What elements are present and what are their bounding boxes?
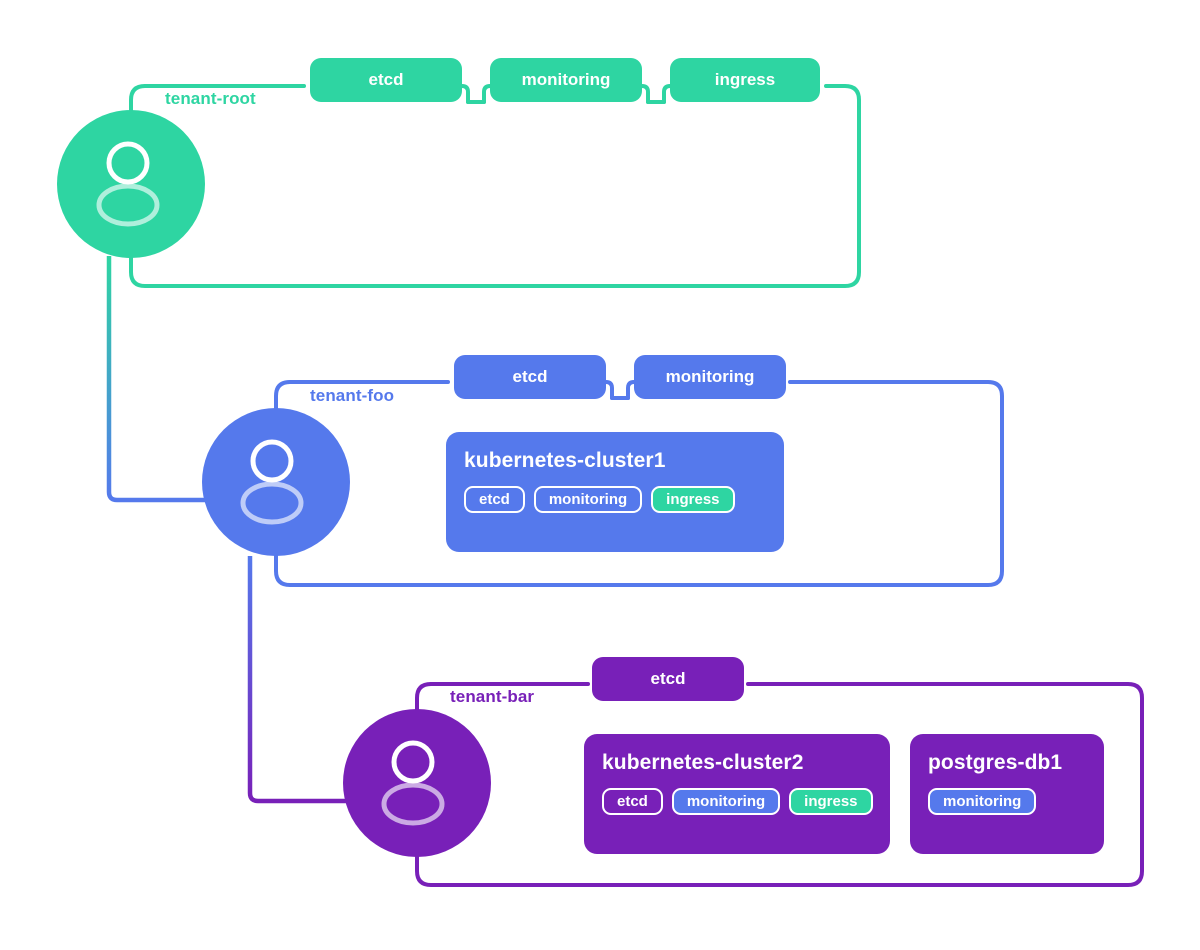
card-tag-list: etcd monitoring ingress <box>464 486 766 513</box>
avatar-head-icon <box>391 740 435 784</box>
tag-etcd[interactable]: etcd <box>464 486 525 513</box>
tenant-root-outline-stub-1 <box>460 84 470 104</box>
tenant-root-outline <box>105 84 861 288</box>
avatar-tenant-foo <box>202 408 350 556</box>
tag-ingress[interactable]: ingress <box>651 486 735 513</box>
tenant-root-outline-stub-4 <box>662 84 672 104</box>
tenant-foo-outline-stub-2 <box>626 380 636 400</box>
tenant-root-outline-halo <box>100 79 866 293</box>
card-title: kubernetes-cluster1 <box>464 449 666 472</box>
tenant-foo-chip-etcd[interactable]: etcd <box>454 355 606 399</box>
card-tag-list: etcd monitoring ingress <box>602 788 873 815</box>
tenant-root-chip-monitoring[interactable]: monitoring <box>490 58 642 102</box>
avatar-tenant-root <box>57 110 205 258</box>
avatar-tenant-bar <box>343 709 491 857</box>
tenant-root-chip-ingress[interactable]: ingress <box>670 58 820 102</box>
tenant-root-container <box>100 79 866 293</box>
tag-ingress[interactable]: ingress <box>789 788 873 815</box>
card-tag-list: monitoring <box>928 788 1086 815</box>
card-title: kubernetes-cluster2 <box>602 751 804 774</box>
tenant-root-outline-stub-2 <box>482 84 492 104</box>
tenant-foo-chip-monitoring[interactable]: monitoring <box>634 355 786 399</box>
avatar-head-icon <box>106 141 150 185</box>
connector-foo-to-bar <box>247 556 346 804</box>
tenant-root-outline-stub-3 <box>640 84 650 104</box>
tenant-bar-chip-etcd[interactable]: etcd <box>592 657 744 701</box>
tag-monitoring[interactable]: monitoring <box>928 788 1037 815</box>
tenant-foo-outline-stub-1 <box>604 380 614 400</box>
avatar-body-icon <box>381 782 445 826</box>
card-kubernetes-cluster2[interactable]: kubernetes-cluster2 etcd monitoring ingr… <box>584 734 890 854</box>
tenant-foo-label: tenant-foo <box>310 386 395 405</box>
tag-monitoring[interactable]: monitoring <box>533 486 643 513</box>
tenant-bar-label: tenant-bar <box>450 687 535 706</box>
tag-monitoring[interactable]: monitoring <box>671 788 781 815</box>
connector-root-to-foo <box>106 256 205 503</box>
tenant-root-label: tenant-root <box>165 89 256 108</box>
avatar-body-icon <box>240 481 304 525</box>
avatar-body-icon <box>96 183 160 227</box>
card-title: postgres-db1 <box>928 751 1063 774</box>
avatar-head-icon <box>250 439 294 483</box>
card-postgres-db1[interactable]: postgres-db1 monitoring <box>910 734 1104 854</box>
tag-etcd[interactable]: etcd <box>602 788 663 815</box>
card-kubernetes-cluster1[interactable]: kubernetes-cluster1 etcd monitoring ingr… <box>446 432 784 552</box>
tenant-root-chip-etcd[interactable]: etcd <box>310 58 462 102</box>
